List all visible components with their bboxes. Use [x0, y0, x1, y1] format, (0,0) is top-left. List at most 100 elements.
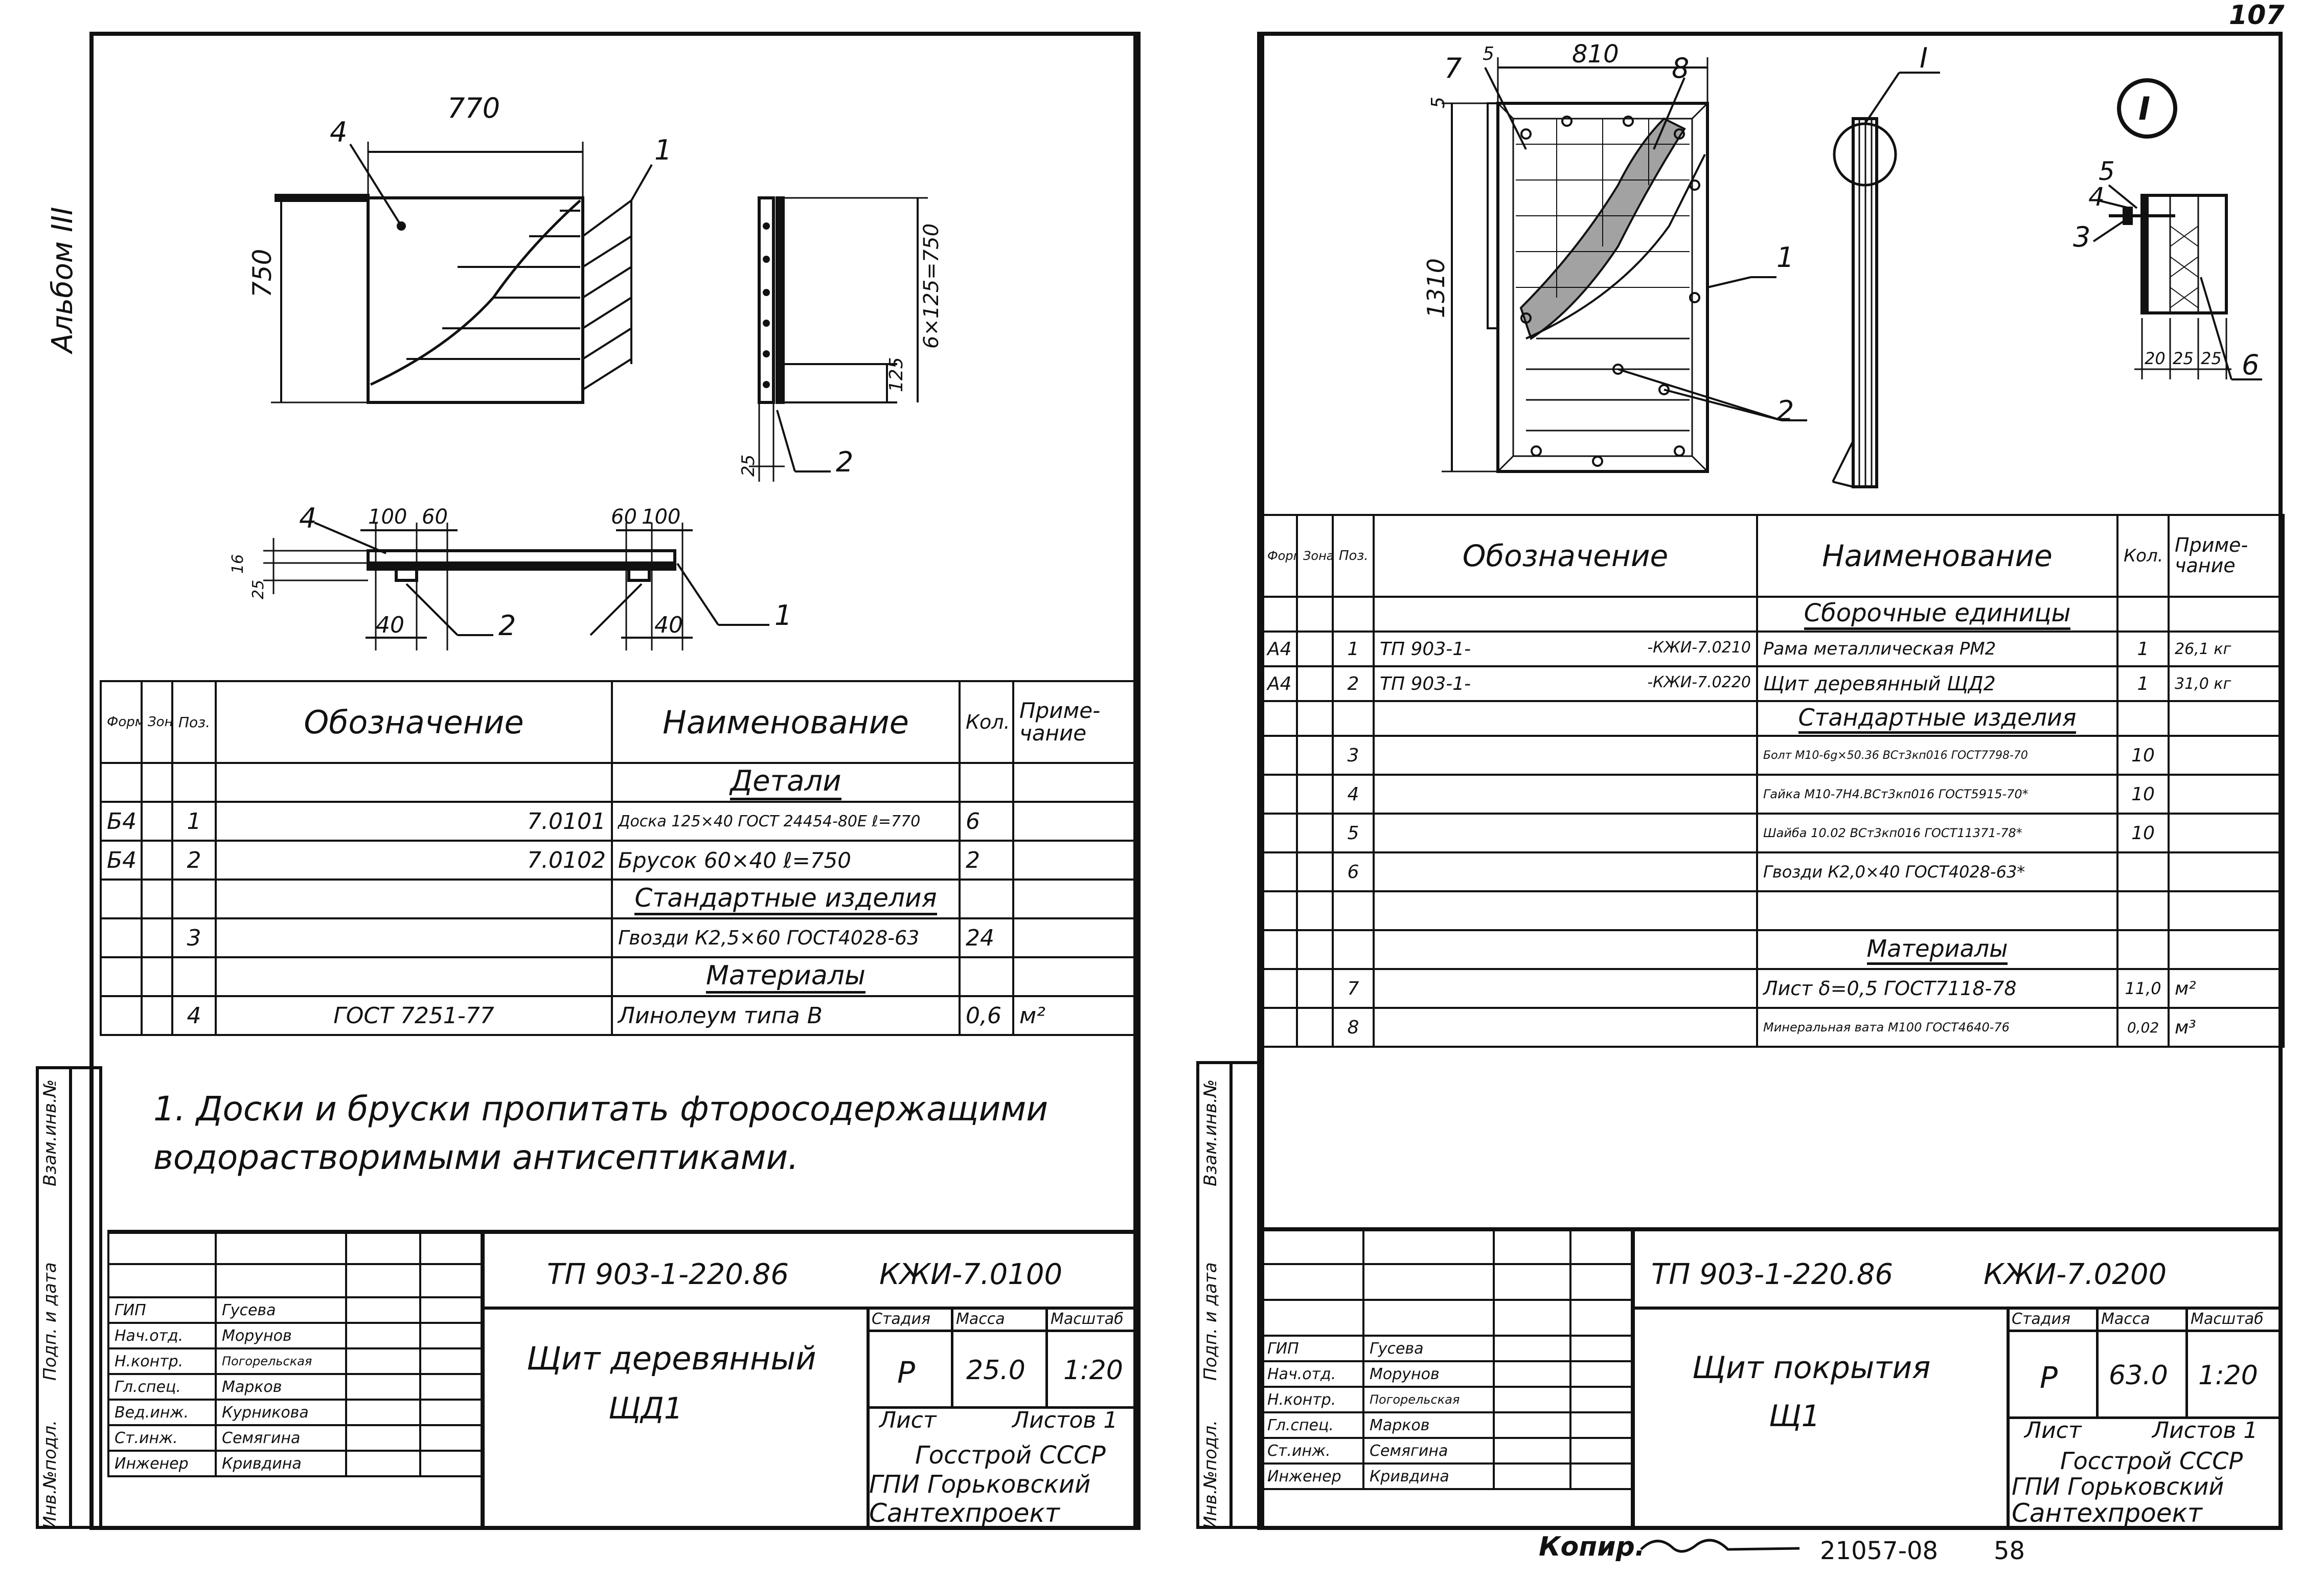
- r-row3-name: Болт М10-6g×50.36 ВСт3кп016 ГОСТ7798-70: [1756, 735, 2118, 776]
- callout-4-section: 4: [299, 502, 316, 534]
- left-drawing: 770 750 1 4 6×125=750 125 25 2: [229, 92, 943, 650]
- r-row2-d2: -КЖИ-7.0220: [1647, 673, 1751, 691]
- right-role-5: Инженер: [1260, 1462, 1364, 1490]
- r-row2-qty: 1: [2116, 665, 2170, 702]
- section-materials: Материалы: [706, 960, 865, 994]
- left-name-4: Курникова: [215, 1399, 347, 1426]
- dim-1310: 1310: [1422, 258, 1450, 318]
- left-mass: 25.0: [966, 1355, 1026, 1386]
- r-row1-d1: ТП 903-1-: [1380, 638, 1471, 660]
- dim-6x125: 6×125=750: [920, 223, 943, 349]
- right-h-stage: Стадия: [2012, 1310, 2071, 1328]
- left-role-0: ГИП: [107, 1296, 217, 1324]
- right-h-scale: Масштаб: [2191, 1310, 2264, 1328]
- section-details: Детали: [730, 765, 841, 800]
- right-mass: 63.0: [2109, 1360, 2168, 1391]
- left-sheets: Листов 1: [1012, 1407, 1118, 1433]
- left-name-2: Погорельская: [215, 1347, 347, 1375]
- row1-name: Доска 125×40 ГОСТ 24454-80Е ℓ=770: [611, 801, 961, 842]
- row3-qty: 24: [959, 917, 1014, 958]
- r-row5-pos: 5: [1332, 813, 1375, 853]
- cover-panel-side: [1832, 72, 1940, 488]
- callout-5: 5: [2099, 156, 2115, 186]
- right-title-1: Щит покрытия: [1692, 1350, 1931, 1386]
- dim-25-side: 25: [738, 455, 759, 477]
- right-org-2: ГПИ Горьковский: [2012, 1473, 2224, 1500]
- left-project-code: ТП 903-1-220.86: [547, 1258, 789, 1291]
- callout-1: 1: [654, 134, 672, 166]
- right-sheet: Лист: [2024, 1417, 2082, 1444]
- left-name-5: Семягина: [215, 1424, 347, 1452]
- left-name-3: Марков: [215, 1373, 347, 1401]
- left-note-2: водорастворимыми антисептиками.: [153, 1138, 799, 1177]
- left-stage: Р: [897, 1355, 915, 1390]
- left-role-2: Н.контр.: [107, 1347, 217, 1375]
- r-row8-pos: 8: [1332, 1007, 1375, 1048]
- dim-20: 20: [2145, 349, 2166, 368]
- r-row7-name: Лист δ=0,5 ГОСТ7118-78: [1756, 968, 2118, 1009]
- left-title-1: Щит деревянный: [527, 1340, 816, 1377]
- right-role-2: Н.контр.: [1260, 1386, 1364, 1413]
- r-header-designation: Обозначение: [1373, 514, 1758, 598]
- callout-4-right: 4: [2088, 182, 2105, 212]
- dim-810: 810: [1572, 40, 1619, 69]
- left-role-3: Гл.спец.: [107, 1373, 217, 1401]
- r-row2-note: 31,0 кг: [2168, 665, 2285, 702]
- r-section-standard: Стандартные изделия: [1798, 704, 2077, 734]
- callout-2-side: 2: [836, 446, 853, 478]
- dim-100-right: 100: [642, 505, 680, 529]
- row2-pos: 2: [171, 840, 217, 881]
- r-header-pos: Поз.: [1332, 514, 1375, 598]
- row1-format: Б4: [100, 801, 143, 842]
- row4-note: м²: [1012, 995, 1140, 1036]
- r-row1-note: 26,1 кг: [2168, 631, 2285, 667]
- left-note-1: 1. Доски и бруски пропитать фторосодержа…: [153, 1089, 1049, 1129]
- right-name-0: Гусева: [1362, 1335, 1495, 1362]
- header-zone: Зона: [141, 680, 173, 764]
- album-label: Альбом III: [46, 207, 79, 353]
- right-doc-code: КЖИ-7.0200: [1984, 1258, 2167, 1291]
- callout-detail-I: I: [1920, 42, 1928, 74]
- header-name: Наименование: [611, 680, 961, 764]
- r-row4-qty: 10: [2116, 774, 2170, 815]
- shield-side-view: [749, 196, 928, 482]
- r-row7-pos: 7: [1332, 968, 1375, 1009]
- footer-copy: Копир.: [1539, 1532, 1645, 1562]
- r-row1-format: А4: [1260, 631, 1298, 667]
- callout-2-section: 2: [498, 610, 516, 642]
- left-org-1: Госстрой СССР: [915, 1441, 1106, 1470]
- r-row4-name: Гайка М10-7Н4.ВСт3кп016 ГОСТ5915-70*: [1756, 774, 2118, 815]
- r-header-qty: Кол.: [2116, 514, 2170, 598]
- right-vlabel-replace: Взам.инв.№: [1200, 1079, 1221, 1186]
- row2-designation: 7.0102: [215, 840, 613, 881]
- right-project-code: ТП 903-1-220.86: [1651, 1258, 1893, 1291]
- left-title-2: ЩД1: [608, 1391, 683, 1426]
- left-role-5: Ст.инж.: [107, 1424, 217, 1452]
- r-row1-d2: -КЖИ-7.0210: [1647, 638, 1751, 657]
- r-row4-pos: 4: [1332, 774, 1375, 815]
- header-designation: Обозначение: [215, 680, 613, 764]
- footer-number: 21057-08: [1820, 1537, 1939, 1565]
- dim-125: 125: [886, 357, 907, 392]
- r-row3-pos: 3: [1332, 735, 1375, 776]
- right-role-1: Нач.отд.: [1260, 1360, 1364, 1388]
- dim-25-b: 25: [2201, 349, 2222, 368]
- r-row2-name: Щит деревянный ЩД2: [1756, 665, 2118, 702]
- header-note: Приме-чание: [1012, 680, 1140, 764]
- r-row1-name: Рама металлическая РМ2: [1756, 631, 2118, 667]
- callout-2-right: 2: [1776, 395, 1794, 427]
- dim-25: 25: [249, 580, 267, 599]
- right-role-3: Гл.спец.: [1260, 1411, 1364, 1439]
- r-row8-name: Минеральная вата М100 ГОСТ4640-76: [1756, 1007, 2118, 1048]
- right-h-mass: Масса: [2101, 1310, 2150, 1328]
- callout-1-right: 1: [1776, 241, 1794, 274]
- cover-panel-plan: [1442, 57, 1807, 473]
- callout-8: 8: [1672, 52, 1689, 84]
- left-h-scale: Масштаб: [1051, 1310, 1124, 1328]
- left-org-2: ГПИ Горьковский: [869, 1470, 1091, 1499]
- r-row1-qty: 1: [2116, 631, 2170, 667]
- copy-signature: [1640, 1539, 1800, 1553]
- callout-3: 3: [2073, 221, 2090, 253]
- row3-name: Гвозди К2,5×60 ГОСТ4028-63: [611, 917, 961, 958]
